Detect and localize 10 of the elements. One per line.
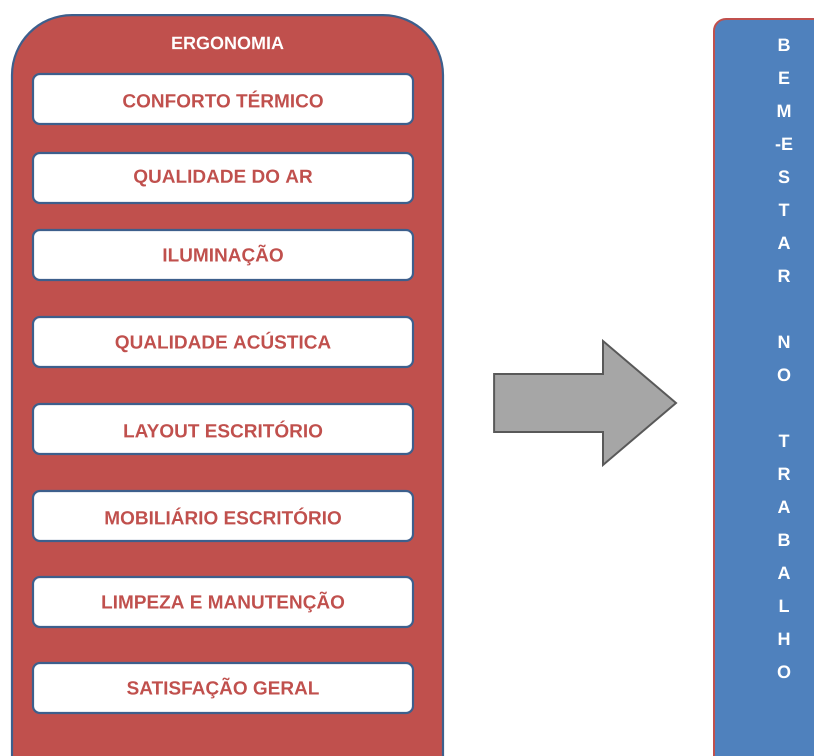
item-box: LAYOUT ESCRITÓRIO	[32, 402, 414, 456]
item-box: ILUMINAÇÃO	[32, 228, 414, 282]
result-box: BEM-ESTAR NO TRABALHO	[713, 18, 814, 756]
block-arrow	[493, 338, 678, 468]
item-box: QUALIDADE DO AR	[32, 152, 414, 204]
item-box: LIMPEZA E MANUTENÇÃO	[32, 576, 414, 628]
item-box: QUALIDADE ACÚSTICA	[32, 316, 414, 368]
item-box: MOBILIÁRIO ESCRITÓRIO	[32, 490, 414, 542]
item-box: CONFORTO TÉRMICO	[32, 72, 414, 126]
item-box: SATISFAÇÃO GERAL	[32, 662, 414, 714]
